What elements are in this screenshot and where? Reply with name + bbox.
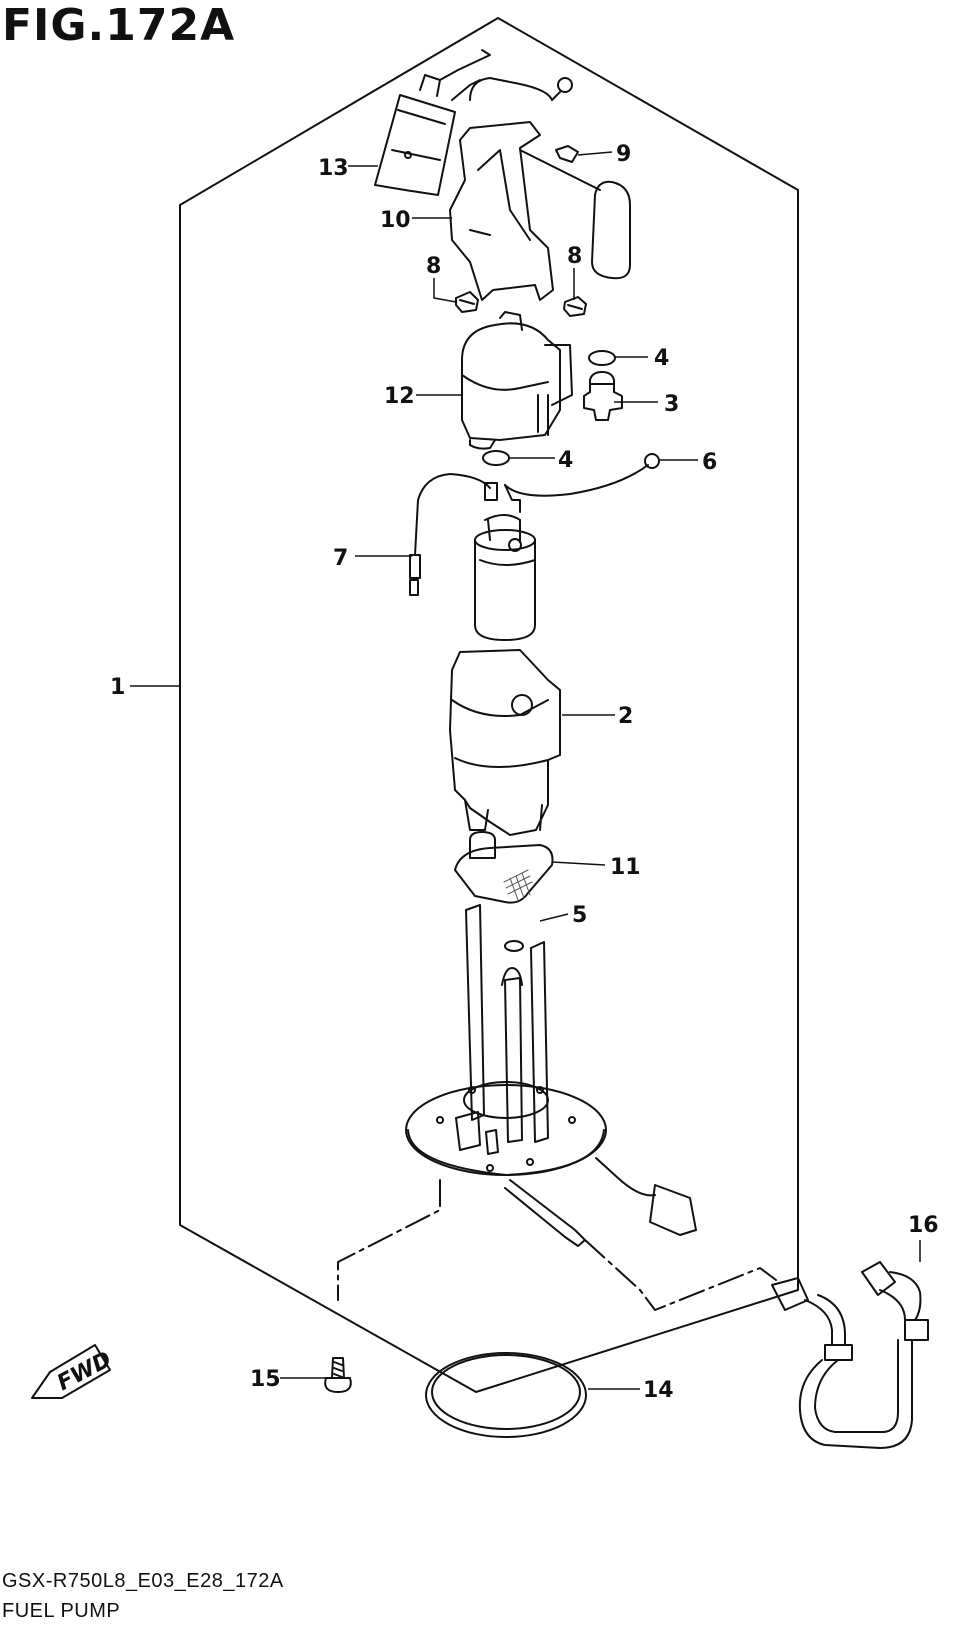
callout-12: 12 <box>384 384 415 409</box>
callout-4-lower: 4 <box>558 448 573 473</box>
callout-leaders <box>130 151 921 1390</box>
flange-plate <box>405 1081 607 1176</box>
part-4-oring-lower <box>482 450 510 466</box>
callout-9: 9 <box>616 142 631 167</box>
part-15-screw <box>324 1357 352 1393</box>
fwd-badge <box>31 1344 111 1399</box>
section-name: FUEL PUMP <box>2 1600 121 1622</box>
figure-title: FIG.172A <box>2 0 236 51</box>
part-16-fuel-hose <box>771 1261 929 1449</box>
part-14-oring <box>425 1352 587 1438</box>
part-8-bolt-right <box>563 296 587 317</box>
fuel-pump-motor <box>474 514 536 641</box>
part-11-filter <box>454 831 554 904</box>
part-9-clip <box>555 145 579 163</box>
callout-3: 3 <box>664 392 679 417</box>
callout-8-right: 8 <box>567 244 582 269</box>
leader-dashdot-left <box>337 1179 441 1301</box>
model-code: GSX-R750L8_E03_E28_172A <box>2 1570 284 1592</box>
part-5-oring <box>504 940 524 952</box>
part-3-regulator <box>583 371 623 421</box>
leader-dashdot-right <box>584 1239 777 1311</box>
callout-8-left: 8 <box>426 254 441 279</box>
part-2-holder <box>449 649 561 836</box>
callout-7: 7 <box>333 546 348 571</box>
callout-16: 16 <box>908 1213 939 1238</box>
part-10-sender-bracket <box>449 121 631 301</box>
callout-2: 2 <box>618 704 633 729</box>
callout-6: 6 <box>702 450 717 475</box>
part-4-oring-upper <box>588 350 616 366</box>
callout-5: 5 <box>572 903 587 928</box>
part-8-bolt-left <box>455 291 479 313</box>
callout-13: 13 <box>318 156 349 181</box>
callout-15: 15 <box>250 1367 281 1392</box>
part-6-lead <box>504 453 660 513</box>
callout-labels: 1 2 3 4 4 5 6 7 8 8 9 10 11 12 13 14 15 … <box>110 142 939 1403</box>
pump-frame-rails <box>465 904 549 1143</box>
part-13-wiring-bracket <box>374 49 573 196</box>
callout-11: 11 <box>610 855 641 880</box>
callout-10: 10 <box>380 208 411 233</box>
part-7-lead <box>409 473 498 596</box>
outlet-stub <box>504 1179 586 1247</box>
fwd-label: FWD <box>53 1347 116 1396</box>
part-11-filter-mesh <box>503 869 533 901</box>
callout-1: 1 <box>110 675 125 700</box>
callout-4-upper: 4 <box>654 346 669 371</box>
callout-14: 14 <box>643 1378 674 1403</box>
wiring-harness-connector <box>595 1157 697 1236</box>
assembly-outline <box>179 17 799 1393</box>
part-12-cover <box>461 311 573 450</box>
